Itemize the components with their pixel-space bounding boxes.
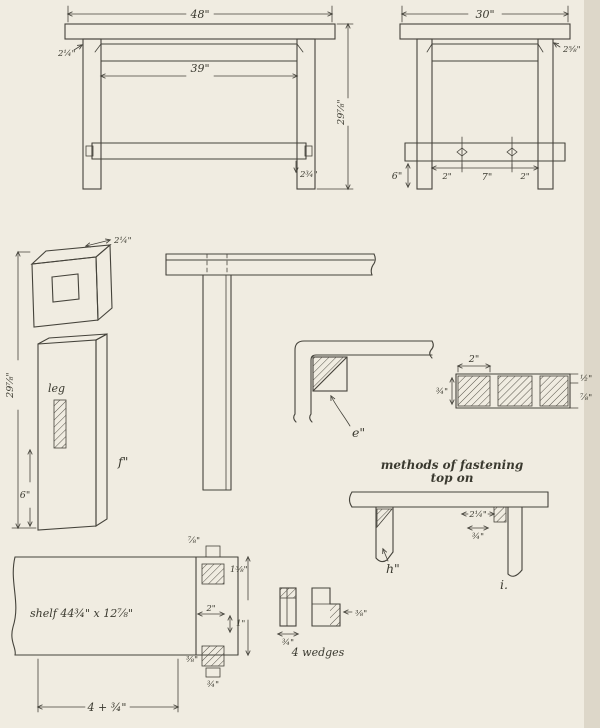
- cleat-block: [493, 506, 507, 523]
- detail-f-label: f": [117, 454, 128, 469]
- shelf-cleat-bottom: [205, 667, 221, 678]
- bolt-symbol: [456, 147, 468, 157]
- front-left-leg: [82, 38, 102, 190]
- section-right-top-dim: ½": [580, 373, 592, 384]
- shelf-bottom-dim-b: ¾": [207, 679, 219, 690]
- shelf-label: shelf 44¾" x 12⅞": [30, 607, 133, 620]
- side-overhang-dim: 2⅝": [562, 45, 581, 55]
- wedges-detail: ¾" ⅜" 4 wedges: [278, 587, 367, 659]
- bolt-symbol: [506, 147, 518, 157]
- front-right-leg: [296, 38, 316, 190]
- side-depth-label: 30": [475, 8, 494, 21]
- corner-detail-e: e": [293, 340, 434, 440]
- shelf-bottom-dim-a: ⅜": [186, 655, 198, 665]
- page-edge-shadow: [584, 0, 600, 728]
- cleat-thickness-dim: ¾": [472, 531, 484, 542]
- fastening-caption: methods of fastening top on: [381, 458, 524, 485]
- leg-mortise-slot: [53, 399, 67, 449]
- front-tabletop: [64, 23, 336, 40]
- leg-tenon-dim: 2¼": [113, 235, 132, 246]
- section-board: [497, 375, 533, 407]
- top-section-detail: 2" ½" ⅞" ¾": [436, 354, 592, 409]
- side-spacing-dim-2: 7": [482, 172, 492, 183]
- section-width-dim: 2": [468, 354, 479, 365]
- leg-detail: 2¼" leg 29⅞" 6": [5, 235, 132, 531]
- caption-line-1: methods of fastening: [381, 458, 524, 472]
- side-left-leg: [416, 38, 433, 190]
- shelf-overall-dim: 4 + ¾": [87, 701, 127, 714]
- detail-i-label: i.: [500, 577, 508, 592]
- wedge-fastener: [376, 508, 393, 529]
- front-width-label: 48": [189, 8, 209, 21]
- side-view: 30" 2⅝" 6" 2" 7" 2": [392, 5, 581, 190]
- front-view: 48" 2¼" 39" 2¾" 29⅞": [57, 5, 354, 190]
- front-rail-label: 39": [190, 62, 209, 75]
- rail-mortise-hole: [51, 273, 80, 303]
- corner-detail-f: f": [117, 253, 376, 491]
- detail-e-label: e": [352, 425, 365, 440]
- shelf-notch-bottom: [201, 645, 225, 667]
- side-leg-bottom-dim: 6": [392, 171, 402, 182]
- shelf-top-dim-b: 1⅜": [230, 565, 248, 575]
- wedge-dim-b: ⅜": [355, 609, 367, 619]
- front-height-label: 29⅞": [336, 99, 347, 126]
- front-leg-bottom-dim: 2¾": [299, 169, 318, 180]
- caption-line-2: top on: [431, 471, 474, 485]
- section-board: [539, 375, 569, 407]
- section-right-bottom-dim: ⅞": [580, 393, 592, 403]
- wedges-caption: 4 wedges: [291, 646, 345, 659]
- side-spacing-dim-3: 2": [519, 172, 529, 182]
- side-spacing-dim-1: 2": [441, 172, 451, 182]
- side-right-leg: [537, 38, 554, 190]
- cleat-width-dim: 2¼": [468, 509, 487, 520]
- shelf-cleat-top: [205, 545, 221, 558]
- shelf-notch-top: [201, 563, 225, 585]
- section-board: [457, 375, 491, 407]
- leg-label: leg: [48, 382, 65, 395]
- leg-mortise-offset-dim: 6": [20, 490, 30, 501]
- side-tabletop: [399, 23, 571, 40]
- fastening-details: h" 2¼" ¾" i.: [348, 491, 549, 592]
- shelf-drawing: ⅞" 1⅜" 2" 1" ⅜" ¾" shelf 44¾" x 12⅞" 4 +…: [11, 536, 248, 714]
- shelf-top-dim-a: ⅞": [188, 536, 200, 546]
- wedge-dim-a: ¾": [282, 637, 294, 648]
- front-right-mortise: [304, 145, 313, 157]
- front-leg-top-dim: 2¼": [57, 48, 76, 59]
- front-left-mortise: [85, 145, 94, 157]
- section-left-dim: ¾": [436, 386, 448, 397]
- shelf-mid-dim-b: 1": [236, 619, 245, 629]
- shelf-mid-dim-a: 2": [205, 604, 215, 614]
- detail-h-label: h": [386, 561, 400, 576]
- leg-length-dim: 29⅞": [5, 372, 16, 399]
